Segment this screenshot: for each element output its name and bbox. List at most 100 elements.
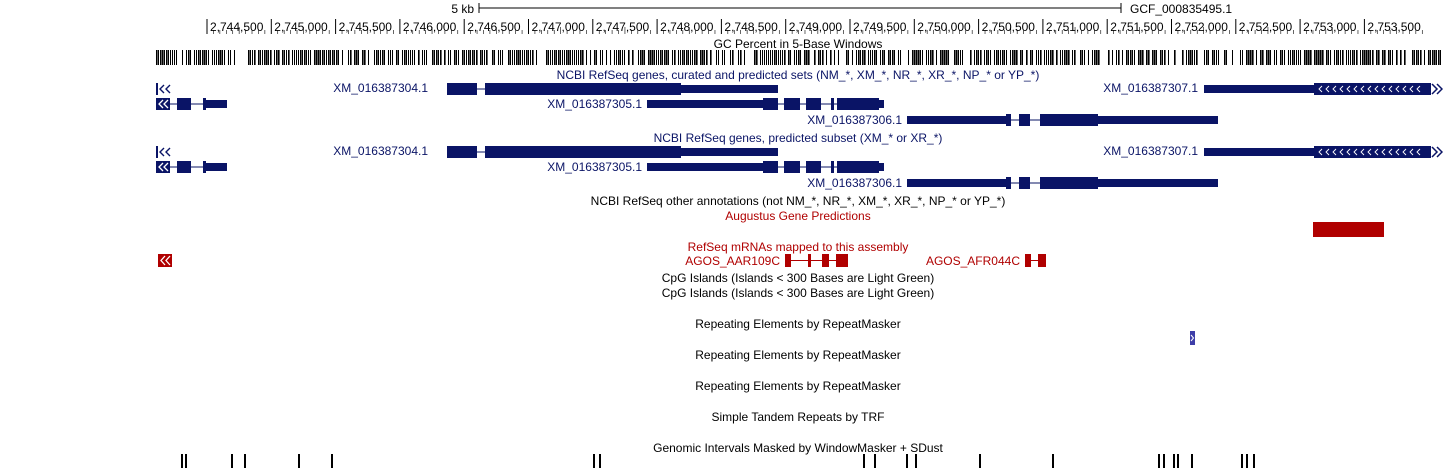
masked-interval[interactable] — [906, 454, 908, 468]
gene-label: XM_016387305.1 — [547, 97, 642, 111]
masked-interval[interactable] — [863, 454, 865, 468]
masked-interval[interactable] — [231, 454, 233, 468]
masked-interval[interactable] — [1052, 454, 1054, 468]
ruler-tick-label: 2,751,500 — [1110, 20, 1164, 34]
refseq-other-track[interactable]: NCBI RefSeq other annotations (not NM_*,… — [591, 194, 1006, 208]
cpg-islands-track-1[interactable]: CpG Islands (Islands < 300 Bases are Lig… — [662, 271, 934, 285]
refseq-curated-title: NCBI RefSeq genes, curated and predicted… — [557, 68, 1040, 82]
masked-interval[interactable] — [244, 454, 246, 468]
repeatmasker-title: Repeating Elements by RepeatMasker — [695, 317, 900, 331]
masked-interval[interactable] — [1246, 454, 1248, 468]
refseq-other-title: NCBI RefSeq other annotations (not NM_*,… — [591, 194, 1006, 208]
ruler-tick-label: 2,747,000 — [532, 20, 586, 34]
left-partial-gene-2[interactable] — [156, 161, 227, 173]
gc-percent-track[interactable]: GC Percent in 5-Base Windows — [156, 37, 1441, 65]
mrna-agos-aar109c[interactable]: AGOS_AAR109C — [685, 254, 848, 268]
ruler-tick-label: 2,749,000 — [789, 20, 843, 34]
masked-interval[interactable] — [1173, 454, 1175, 468]
refseq-curated-track[interactable]: NCBI RefSeq genes, curated and predicted… — [156, 68, 1443, 127]
ruler-tick-label: 2,752,000 — [1175, 20, 1229, 34]
ruler-tick-label: 2,750,000 — [917, 20, 971, 34]
masked-interval[interactable] — [915, 454, 917, 468]
ruler-tick-label: 2,746,500 — [467, 20, 521, 34]
masked-interval[interactable] — [874, 454, 876, 468]
scale-bar: 5 kb GCF_000835495.1 — [451, 2, 1232, 16]
ruler-tick-label: 2,746,000 — [403, 20, 457, 34]
masked-interval[interactable] — [331, 454, 333, 468]
augustus-track[interactable]: Augustus Gene Predictions — [725, 209, 1384, 237]
gene-xm-016387306[interactable]: XM_016387306.1 — [807, 113, 1218, 127]
ruler-tick-label: 2,752,500 — [1239, 20, 1293, 34]
gene-xm-016387307[interactable]: XM_016387307.1 — [1103, 144, 1443, 158]
left-partial-gene-1[interactable] — [156, 83, 171, 95]
cpg-title: CpG Islands (Islands < 300 Bases are Lig… — [662, 286, 934, 300]
cpg-islands-track-2[interactable]: CpG Islands (Islands < 300 Bases are Lig… — [662, 286, 934, 300]
masked-interval[interactable] — [181, 454, 183, 468]
gc-percent-title: GC Percent in 5-Base Windows — [714, 37, 883, 51]
ruler-tick-label: 2,753,000 — [1303, 20, 1357, 34]
gene-label: XM_016387304.1 — [333, 144, 428, 158]
gene-label: XM_016387305.1 — [547, 160, 642, 174]
left-partial-gene-2[interactable] — [156, 98, 227, 110]
gene-label: XM_016387307.1 — [1103, 144, 1198, 158]
masked-interval[interactable] — [979, 454, 981, 468]
repeatmasker-track-1[interactable]: Repeating Elements by RepeatMasker — [695, 317, 900, 331]
simple-repeats-title: Simple Tandem Repeats by TRF — [712, 410, 885, 424]
gene-xm-016387304[interactable]: XM_016387304.1 — [333, 144, 778, 158]
gene-xm-016387306[interactable]: XM_016387306.1 — [807, 176, 1218, 190]
gene-label: XM_016387304.1 — [333, 81, 428, 95]
masked-interval[interactable] — [1158, 454, 1160, 468]
gene-xm-016387305[interactable]: XM_016387305.1 — [547, 97, 884, 111]
repeatmasker-title: Repeating Elements by RepeatMasker — [695, 379, 900, 393]
refseq-mrna-title: RefSeq mRNAs mapped to this assembly — [688, 240, 909, 254]
gene-xm-016387305[interactable]: XM_016387305.1 — [547, 160, 884, 174]
ruler-tick-label: 2,751,000 — [1046, 20, 1100, 34]
base-position-ruler[interactable]: 2,744,500 2,745,000 2,745,500 2,746,000 2,74… — [206, 19, 1423, 34]
refseq-predicted-track[interactable]: NCBI RefSeq genes, predicted subset (XM_… — [156, 131, 1443, 190]
gene-label: XM_016387307.1 — [1103, 81, 1198, 95]
masked-interval[interactable] — [593, 454, 595, 468]
left-partial-mrna[interactable] — [158, 254, 172, 267]
ruler-tick-label: 2,744,500 — [210, 20, 264, 34]
masked-interval[interactable] — [1177, 454, 1179, 468]
mrna-agos-afr044c[interactable]: AGOS_AFR044C — [926, 254, 1046, 268]
masked-interval[interactable] — [185, 454, 187, 468]
repeatmasker-title: Repeating Elements by RepeatMasker — [695, 348, 900, 362]
windowmasker-title: Genomic Intervals Masked by WindowMasker… — [653, 441, 943, 455]
mrna-label: AGOS_AAR109C — [685, 254, 780, 268]
ruler-tick-label: 2,747,500 — [596, 20, 650, 34]
gene-xm-016387304[interactable]: XM_016387304.1 — [333, 81, 778, 95]
masked-interval[interactable] — [1253, 454, 1255, 468]
ruler-tick-label: 2,748,500 — [724, 20, 778, 34]
refseq-mrna-track[interactable]: RefSeq mRNAs mapped to this assembly AGO… — [158, 240, 1046, 268]
cpg-title: CpG Islands (Islands < 300 Bases are Lig… — [662, 271, 934, 285]
refseq-predicted-title: NCBI RefSeq genes, predicted subset (XM_… — [654, 131, 943, 145]
assembly-label: GCF_000835495.1 — [1130, 2, 1232, 16]
masked-interval[interactable] — [599, 454, 601, 468]
gene-label: XM_016387306.1 — [807, 113, 902, 127]
ruler-tick-label: 2,750,500 — [982, 20, 1036, 34]
left-partial-gene-1[interactable] — [156, 146, 171, 158]
ruler-tick-label: 2,745,000 — [274, 20, 328, 34]
ruler-tick-label: 2,749,500 — [853, 20, 907, 34]
ruler-tick-label: 2,748,000 — [660, 20, 714, 34]
ruler-tick-label: 2,753,500 — [1367, 20, 1421, 34]
masked-interval[interactable] — [1241, 454, 1243, 468]
mrna-label: AGOS_AFR044C — [926, 254, 1020, 268]
ruler-tick-label: 2,745,500 — [339, 20, 393, 34]
gene-label: XM_016387306.1 — [807, 176, 902, 190]
repeatmasker-track-3[interactable]: Repeating Elements by RepeatMasker — [695, 379, 900, 393]
scale-label: 5 kb — [451, 2, 474, 16]
augustus-prediction[interactable] — [1313, 222, 1384, 237]
windowmasker-track[interactable]: Genomic Intervals Masked by WindowMasker… — [181, 441, 1255, 468]
repeatmasker-track-2[interactable]: Repeating Elements by RepeatMasker — [695, 331, 1195, 362]
masked-interval[interactable] — [1163, 454, 1165, 468]
masked-interval[interactable] — [298, 454, 300, 468]
simple-repeats-track[interactable]: Simple Tandem Repeats by TRF — [712, 410, 885, 424]
masked-interval[interactable] — [1191, 454, 1193, 468]
augustus-title: Augustus Gene Predictions — [725, 209, 870, 223]
gene-xm-016387307[interactable]: XM_016387307.1 — [1103, 81, 1443, 95]
repeat-element[interactable] — [1190, 331, 1195, 345]
